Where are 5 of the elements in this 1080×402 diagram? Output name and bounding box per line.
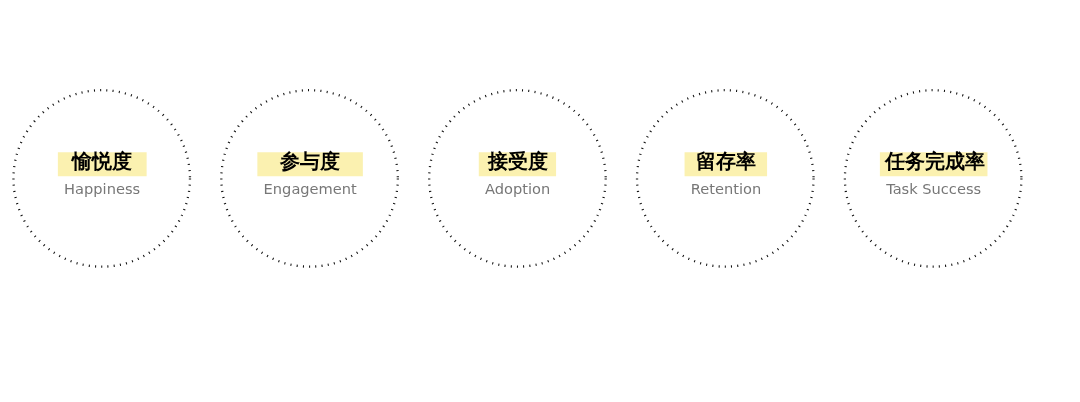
node-circle: 参与度 Engagement: [220, 89, 399, 268]
node-circle: 任务完成率 Task Success: [843, 89, 1023, 268]
node-circle: 接受度 Adoption: [428, 89, 607, 268]
node-circle: 愉悦度 Happiness: [12, 89, 192, 268]
node-circle: 留存率 Retention: [635, 89, 815, 268]
